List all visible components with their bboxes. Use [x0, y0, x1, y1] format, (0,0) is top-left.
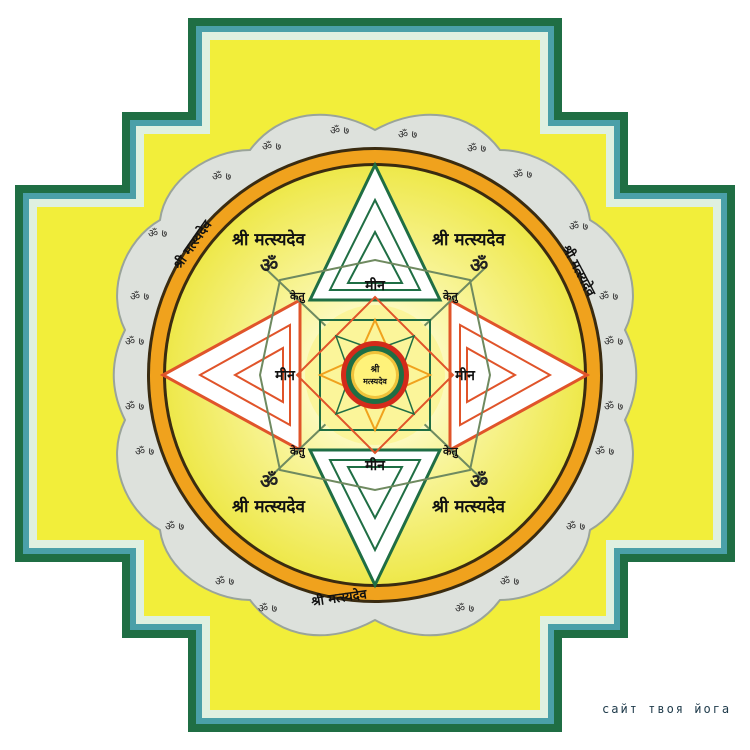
petal-mantra-18: ॐ ७ — [566, 520, 586, 533]
ketu-labels: केतु केतु केतु केतु — [289, 289, 459, 459]
petal-mantra-9: ॐ ७ — [130, 290, 150, 303]
min-label-bottom: मीन — [364, 457, 386, 474]
ketu-label-bottom-right: केतु — [442, 444, 459, 459]
petal-mantra-3: ॐ ७ — [262, 140, 282, 153]
ketu-label-bottom-left: केतु — [289, 444, 306, 459]
petal-mantra-8: ॐ ७ — [569, 220, 589, 233]
min-label-left: मीन — [274, 367, 296, 384]
petal-mantra-21: ॐ ७ — [258, 602, 278, 615]
deity-label-bottom-left: श्री मत्स्यदेव — [231, 496, 306, 517]
om-top-right: ॐ — [470, 253, 488, 277]
petal-mantra-16: ॐ ७ — [595, 445, 615, 458]
ketu-label-top-left: केतु — [289, 289, 306, 304]
om-symbols: ॐ ॐ ॐ ॐ — [260, 253, 488, 493]
petal-mantra-20: ॐ ७ — [500, 575, 520, 588]
triangle-right-inner — [459, 323, 553, 427]
triangle-bottom-inner — [328, 459, 422, 553]
min-labels: मीन मीन मीन मीन — [274, 277, 476, 474]
om-bottom-left: ॐ — [260, 469, 278, 493]
petal-mantra-6: ॐ ७ — [212, 170, 232, 183]
om-top-left: ॐ — [260, 253, 278, 277]
octagram-square-1 — [319, 319, 431, 431]
deity-label-bottom-right: श्री मत्स्यदेव — [431, 496, 506, 517]
triangle-bottom-inner2 — [346, 466, 404, 521]
triangle-left-inner2 — [232, 346, 284, 404]
site-watermark: сайт твоя йога — [602, 702, 732, 716]
petal-mantra-7: ॐ ७ — [148, 227, 168, 240]
petal-mantra-17: ॐ ७ — [165, 520, 185, 533]
min-label-right: मीन — [454, 367, 476, 384]
ketu-label-top-right: केतु — [442, 289, 459, 304]
triangle-top-inner — [328, 197, 422, 291]
star-frame — [258, 258, 492, 492]
deity-label-top-left: श्री मत्स्यदेव — [231, 229, 306, 250]
deity-label-top-right: श्री मत्स्यदेव — [431, 229, 506, 250]
bindu-core — [354, 354, 396, 396]
octagram-square-2 — [295, 295, 455, 455]
petal-mantra-12: ॐ ७ — [604, 335, 624, 348]
min-label-top: मीन — [364, 277, 386, 294]
petal-mantra-22: ॐ ७ — [455, 602, 475, 615]
triangles — [159, 161, 591, 589]
bindu: श्री मत्स्यदेव — [341, 341, 409, 409]
bindu-text-1: श्री — [370, 363, 380, 375]
triangle-left-inner — [197, 323, 291, 427]
ring-label-bottom: श्री मत्स्यदेव — [309, 586, 368, 610]
triangle-top-inner2 — [346, 229, 404, 284]
petal-mantra-11: ॐ ७ — [125, 335, 145, 348]
petal-mantra-1: ॐ ७ — [330, 124, 350, 137]
petal-mantra-13: ॐ ७ — [125, 400, 145, 413]
deity-labels: श्री मत्स्यदेव श्री मत्स्यदेव श्री मत्स्… — [231, 229, 506, 517]
bindu-text-2: मत्स्यदेव — [362, 376, 387, 386]
petal-mantra-5: ॐ ७ — [513, 168, 533, 181]
petal-mantra-4: ॐ ७ — [467, 142, 487, 155]
petal-mantras: ॐ ७ ॐ ७ ॐ ७ ॐ ७ ॐ ७ ॐ ७ ॐ ७ ॐ ७ ॐ ७ ॐ ७ … — [125, 124, 624, 615]
om-bottom-right: ॐ — [470, 469, 488, 493]
petal-mantra-19: ॐ ७ — [215, 575, 235, 588]
petal-mantra-10: ॐ ७ — [599, 290, 619, 303]
triangle-right-inner2 — [466, 346, 518, 404]
petal-mantra-14: ॐ ७ — [604, 400, 624, 413]
petal-mantra-15: ॐ ७ — [135, 445, 155, 458]
petal-mantra-2: ॐ ७ — [398, 128, 418, 141]
